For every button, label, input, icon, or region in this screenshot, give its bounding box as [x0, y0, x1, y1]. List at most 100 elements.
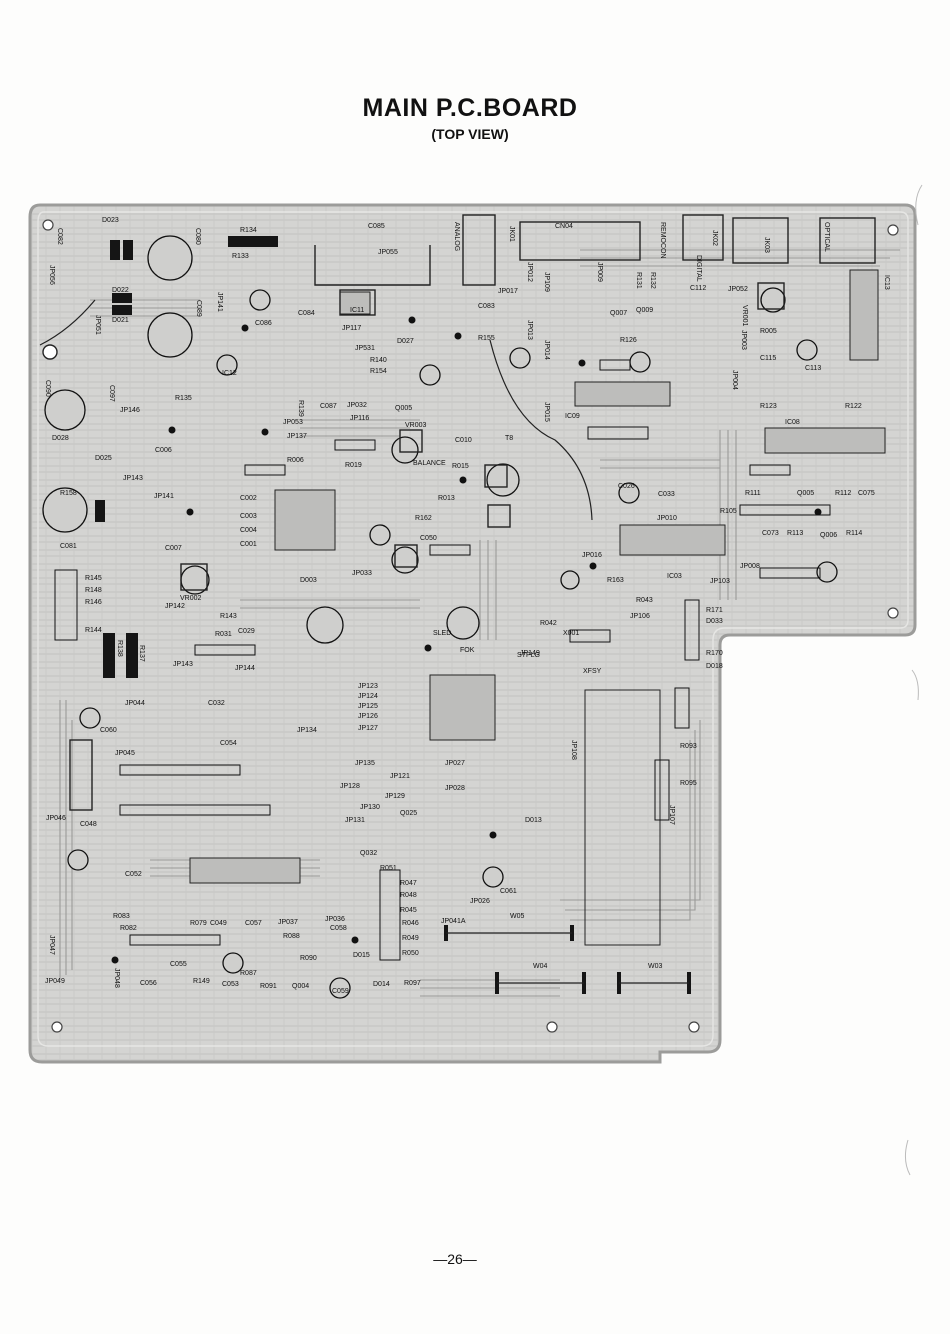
component-label-r045: R045	[400, 907, 417, 914]
component-label-c055: C055	[170, 961, 187, 968]
component-label-jp124: JP124	[358, 693, 378, 700]
component-label-r149: R149	[193, 978, 210, 985]
component-label-c002: C002	[240, 495, 257, 502]
component-label-q007: Q007	[610, 310, 627, 317]
component-label-r138: R138	[116, 640, 123, 657]
component-label-jp028: JP028	[445, 785, 465, 792]
component-label-r019: R019	[345, 462, 362, 469]
page-title: MAIN P.C.BOARD	[362, 94, 578, 122]
component-label-r140: R140	[370, 357, 387, 364]
component-label-jp142: JP142	[165, 603, 185, 610]
component-label-c053: C053	[222, 981, 239, 988]
component-label-jp143b: JP143	[173, 661, 193, 668]
polarity-marks	[111, 316, 822, 964]
component-label-jp045: JP045	[115, 750, 135, 757]
component-label-jp004: JP004	[731, 370, 738, 390]
component-label-d028: D028	[52, 435, 69, 442]
component-label-d022: D022	[112, 287, 129, 294]
component-label-jp013: JP013	[526, 320, 533, 340]
component-label-q006: Q006	[820, 532, 837, 539]
component-label-r162: R162	[415, 515, 432, 522]
component-label-q005: Q005	[395, 405, 412, 412]
electrolytic-capacitor-icon	[42, 235, 838, 999]
component-label-r049: R049	[402, 935, 419, 942]
component-label-jp017: JP017	[498, 288, 518, 295]
component-label-xfsy: XFSY	[583, 668, 602, 675]
component-label-jp108: JP108	[570, 740, 577, 760]
component-label-jp056: JP056	[48, 265, 55, 285]
component-label-c061: C061	[500, 888, 517, 895]
component-label-d018: D018	[706, 663, 723, 670]
component-label-c007: C007	[165, 545, 182, 552]
component-label-w05: W05	[510, 913, 525, 920]
component-label-d021: D021	[112, 317, 129, 324]
component-label-r132: R132	[649, 272, 656, 289]
component-label-ic13: IC13	[883, 275, 890, 290]
component-label-c084: C084	[298, 310, 315, 317]
component-label-c050: C050	[420, 535, 437, 542]
component-label-r123: R123	[760, 403, 777, 410]
component-label-r043: R043	[636, 597, 653, 604]
component-label-q004: Q004	[292, 983, 309, 990]
component-label-jp125: JP125	[358, 703, 378, 710]
component-label-c081: C081	[60, 543, 77, 550]
component-label-r013: R013	[438, 495, 455, 502]
component-label-c058: C058	[330, 925, 347, 932]
component-label-jp055: JP055	[378, 249, 398, 256]
component-label-w04: W04	[533, 963, 548, 970]
component-label-c048: C048	[80, 821, 97, 828]
component-label-ic11: IC11	[350, 307, 364, 314]
component-label-c056: C056	[140, 980, 157, 987]
component-label-c087: C087	[320, 403, 337, 410]
component-label-jp141: JP141	[216, 292, 223, 312]
component-label-r122: R122	[845, 403, 862, 410]
component-label-d027: D027	[397, 338, 414, 345]
component-label-jp123: JP123	[358, 683, 378, 690]
component-label-x001: X001	[563, 630, 579, 637]
page-edge-marks	[904, 184, 923, 1176]
component-label-r111: R111	[745, 490, 761, 497]
component-label-r163: R163	[607, 577, 624, 584]
component-label-stplg: STPLG	[517, 652, 540, 659]
component-label-r171: R171	[706, 607, 723, 614]
component-label-jp106: JP106	[630, 613, 650, 620]
wire-links	[39, 299, 689, 984]
component-label-jp046: JP046	[46, 815, 66, 822]
component-label-c049: C049	[210, 920, 227, 927]
component-label-r051: R051	[380, 865, 397, 872]
component-label-jp131: JP131	[345, 817, 365, 824]
component-label-r155: R155	[478, 335, 495, 342]
component-label-ic12: IC12	[222, 370, 237, 377]
component-label-d033: D033	[706, 618, 723, 625]
component-label-jp015: JP015	[543, 402, 550, 422]
component-label-r091: R091	[260, 983, 277, 990]
component-label-d003: D003	[300, 577, 317, 584]
component-label-q009: Q009	[636, 307, 653, 314]
component-label-jp036: JP036	[325, 916, 345, 923]
passive-component-rows	[54, 359, 831, 961]
component-label-q005b: Q005	[797, 490, 814, 497]
component-label-r031: R031	[215, 631, 232, 638]
component-label-r139: R139	[297, 400, 304, 417]
component-label-jp128: JP128	[340, 783, 360, 790]
component-label-jk02: JK02	[711, 230, 718, 246]
component-label-r015: R015	[452, 463, 469, 470]
component-label-d014: D014	[373, 981, 390, 988]
component-label-c010: C010	[455, 437, 472, 444]
component-label-ic03: IC03	[667, 573, 682, 580]
component-label-digital: DIGITAL	[695, 255, 702, 282]
component-label-jp107: JP107	[668, 805, 675, 825]
component-label-sled: SLED	[433, 630, 451, 637]
component-label-c085: C085	[368, 223, 385, 230]
component-label-jp016: JP016	[582, 552, 602, 559]
component-label-jp134: JP134	[297, 727, 317, 734]
connector-outlines	[42, 214, 876, 811]
component-label-fok: FOK	[460, 647, 475, 654]
component-label-c059: C059	[332, 988, 349, 995]
component-label-c083: C083	[478, 303, 495, 310]
component-label-jp048: JP048	[113, 968, 120, 988]
component-label-jp033: JP033	[352, 570, 372, 577]
component-label-jp008: JP008	[740, 563, 760, 570]
component-label-c080: C080	[194, 228, 201, 245]
